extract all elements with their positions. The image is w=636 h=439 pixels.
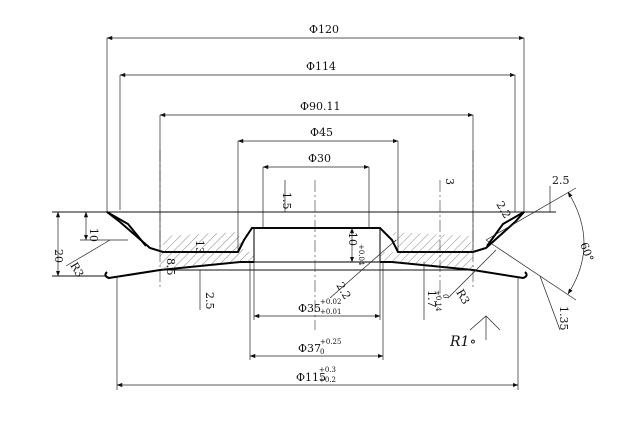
dimension-phi37: Φ37 +0.25 0 <box>249 262 384 360</box>
dim-1-7-tol-lower: 0 <box>441 294 449 298</box>
dim-13-label: 13 <box>193 240 206 254</box>
handwritten-note: R1∘ <box>449 315 501 350</box>
dim-10-label: 10 <box>87 228 100 242</box>
dim-10-center-label: 10 <box>346 232 359 246</box>
dimension-1-7: 1.7 +0.14 0 <box>423 262 449 320</box>
dim-37-tol-lower: 0 <box>320 348 324 356</box>
dim-20-label: 20 <box>52 249 65 263</box>
dim-2-2-right-label: 2.2 <box>493 199 513 221</box>
dimension-2-5-right: 2.5 <box>549 174 570 212</box>
dim-45-label: Φ45 <box>310 126 333 139</box>
dim-30-label: Φ30 <box>308 152 331 165</box>
dim-90-label: Φ90.11 <box>300 100 341 113</box>
dimension-1-5: 1.5 <box>280 180 293 212</box>
dim-120-label: Φ120 <box>309 23 339 36</box>
dim-3-label: 3 <box>443 178 456 185</box>
dim-10-tol-label: +0.04 <box>357 244 365 266</box>
dim-r3-left-label: R3 <box>67 260 86 280</box>
dimension-8-5: 8.5 <box>164 258 177 276</box>
dimension-r3-left: R3 <box>65 239 111 280</box>
dimension-angle-60: 60° <box>485 187 596 301</box>
dim-114-label: Φ114 <box>306 60 336 73</box>
dimension-phi35: Φ35 +0.02 +0.01 <box>253 262 381 320</box>
dim-8-5-label: 8.5 <box>164 258 177 276</box>
dimension-h10: 10 <box>80 211 128 242</box>
dimension-13: 13 <box>193 240 206 254</box>
dimension-10-center: 10 +0.04 <box>346 227 365 266</box>
dimension-1-35: 1.35 <box>539 275 570 331</box>
dim-37-tol-upper: +0.25 <box>320 338 341 346</box>
part-outline <box>52 150 556 330</box>
dim-1-7-tol-upper: +0.14 <box>434 290 442 312</box>
dim-115-label: Φ115 <box>296 371 326 384</box>
dimension-h20: 20 <box>52 211 65 277</box>
dim-1-7-label: 1.7 <box>425 290 438 308</box>
dim-37-label: Φ37 <box>298 342 321 355</box>
handwritten-note-text: R1∘ <box>449 334 476 350</box>
dim-2-5-right-label: 2.5 <box>552 174 570 187</box>
dimension-phi90: Φ90.11 <box>159 100 474 250</box>
dimension-2-5-bottom: 2.5 <box>199 270 216 310</box>
dim-35-label: Φ35 <box>298 302 321 315</box>
dimension-phi30: Φ30 <box>262 152 370 228</box>
dimension-2-2-right: 2.2 <box>493 199 513 221</box>
dim-2-5-bottom-label: 2.5 <box>203 292 216 310</box>
dim-115-tol-upper: +0.3 <box>319 366 336 374</box>
dim-35-tol-upper: +0.02 <box>320 298 341 306</box>
dim-115-tol-lower: +0.2 <box>319 376 336 384</box>
dimension-3: 3 <box>443 178 456 185</box>
dimension-phi120: Φ120 <box>106 23 525 212</box>
dimension-phi115: Φ115 +0.3 +0.2 <box>116 276 519 390</box>
dim-35-tol-lower: +0.01 <box>320 308 341 316</box>
dimension-phi45: Φ45 <box>237 126 399 252</box>
dimension-phi114: Φ114 <box>119 60 516 212</box>
dim-1-5-label: 1.5 <box>280 192 293 210</box>
dim-60-label: 60° <box>577 241 596 264</box>
dim-1-35-label: 1.35 <box>557 306 570 331</box>
